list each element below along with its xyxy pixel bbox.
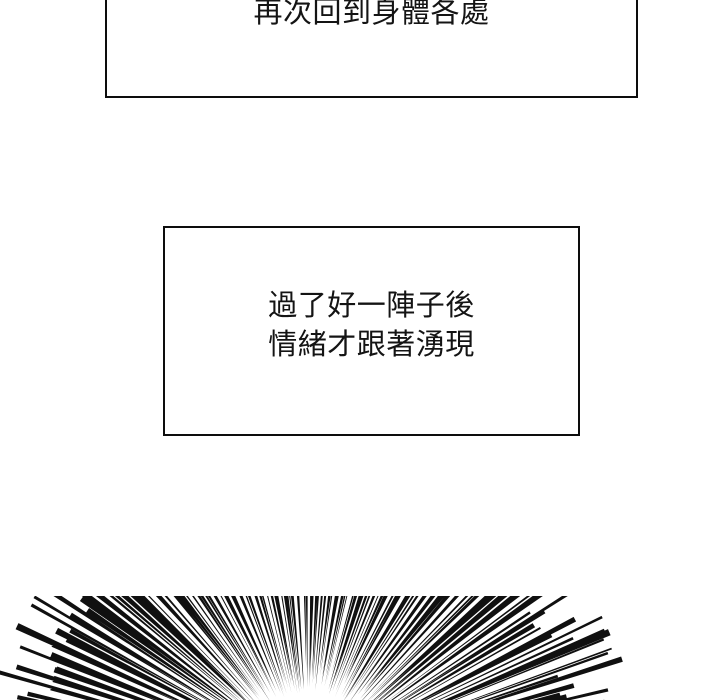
radial-speed-lines-effect bbox=[0, 596, 720, 700]
caption-text-top: 再次回到身體各處 bbox=[253, 0, 490, 29]
radial-speed-lines-svg bbox=[0, 596, 623, 700]
burst-line-group bbox=[0, 596, 623, 700]
burst-lines-path bbox=[0, 596, 623, 700]
caption-text-middle: 過了好一陣子後 情緒才跟著湧現 bbox=[268, 289, 475, 361]
caption-box-top: 再次回到身體各處 bbox=[105, 0, 638, 98]
caption-box-middle: 過了好一陣子後 情緒才跟著湧現 bbox=[163, 226, 580, 436]
